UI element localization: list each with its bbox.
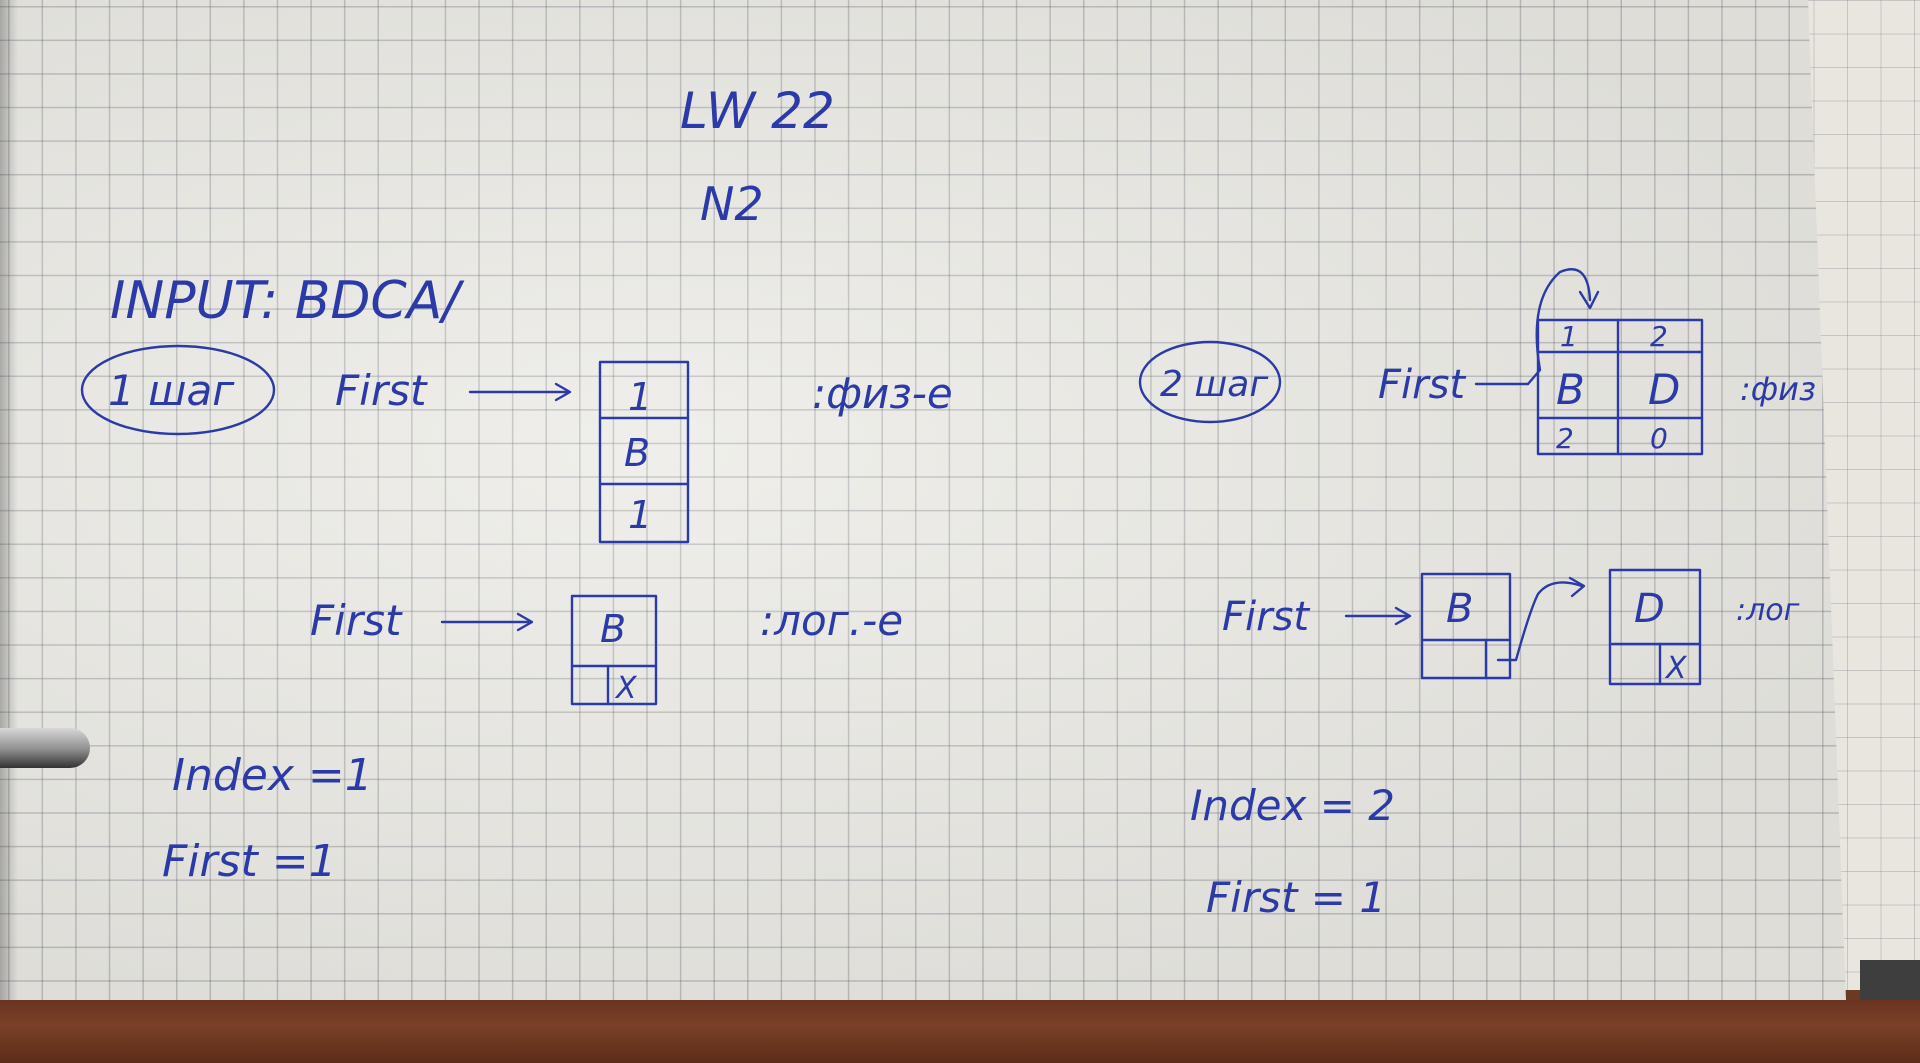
step1-phys-pointer-label: First (335, 366, 428, 415)
step2-phys-header-2: 2 (1650, 320, 1668, 353)
step2-first-line: First = 1 (1206, 873, 1386, 922)
step2-log-node-2 (1608, 568, 1702, 686)
step2-log-link-arrow (1496, 576, 1586, 662)
step1-log-node-value: B (600, 607, 626, 651)
step2-phys-link-2: 0 (1650, 422, 1668, 455)
step1-log-null-mark: X (614, 671, 638, 706)
step1-phys-arrow (468, 382, 572, 402)
notebook-page (0, 0, 1846, 1000)
step1-log-arrow (440, 612, 534, 632)
step2-badge-label: 2 шаг (1160, 364, 1269, 405)
step1-badge-circle (80, 344, 276, 436)
step2-phys-header-1: 1 (1560, 320, 1578, 353)
step1-phys-array (598, 360, 690, 544)
step1-phys-caption: :физ-е (812, 369, 953, 418)
step2-log-caption: :лог (1736, 593, 1800, 628)
step1-log-pointer-label: First (310, 596, 403, 645)
step1-phys-cell-3: 1 (628, 493, 652, 537)
step2-phys-link-1: 2 (1556, 422, 1574, 455)
step2-log-null-mark: X (1664, 651, 1688, 686)
task-number: N2 (700, 177, 764, 231)
step2-log-arrow (1344, 606, 1412, 626)
wooden-desk (0, 1000, 1920, 1063)
step2-log-node2-value: D (1634, 586, 1665, 632)
step2-phys-value-1: B (1556, 365, 1585, 414)
step1-badge-label: 1 шаг (108, 366, 235, 415)
step2-log-node1-value: B (1446, 586, 1473, 632)
step2-log-node-1 (1420, 572, 1512, 680)
input-line: INPUT: BDCA/ (110, 271, 465, 331)
dark-corner (1860, 960, 1920, 1000)
step2-phys-table (1536, 318, 1704, 456)
step2-phys-value-2: D (1648, 365, 1680, 414)
step1-log-caption: :лог.-е (760, 596, 903, 645)
step1-first-line: First =1 (162, 836, 337, 887)
step1-phys-cell-1: 1 (628, 375, 652, 419)
step2-badge-circle (1138, 340, 1282, 424)
step2-index-line: Index = 2 (1190, 781, 1395, 830)
page-title: LW 22 (680, 82, 835, 140)
step2-phys-pointer-label: First (1378, 362, 1466, 408)
step2-log-pointer-label: First (1222, 594, 1310, 640)
step1-index-line: Index =1 (172, 750, 373, 801)
step1-phys-cell-2: B (624, 431, 650, 475)
step2-phys-caption: :физ (1740, 370, 1816, 408)
binder-ring (0, 728, 90, 768)
step1-log-node (570, 594, 658, 706)
